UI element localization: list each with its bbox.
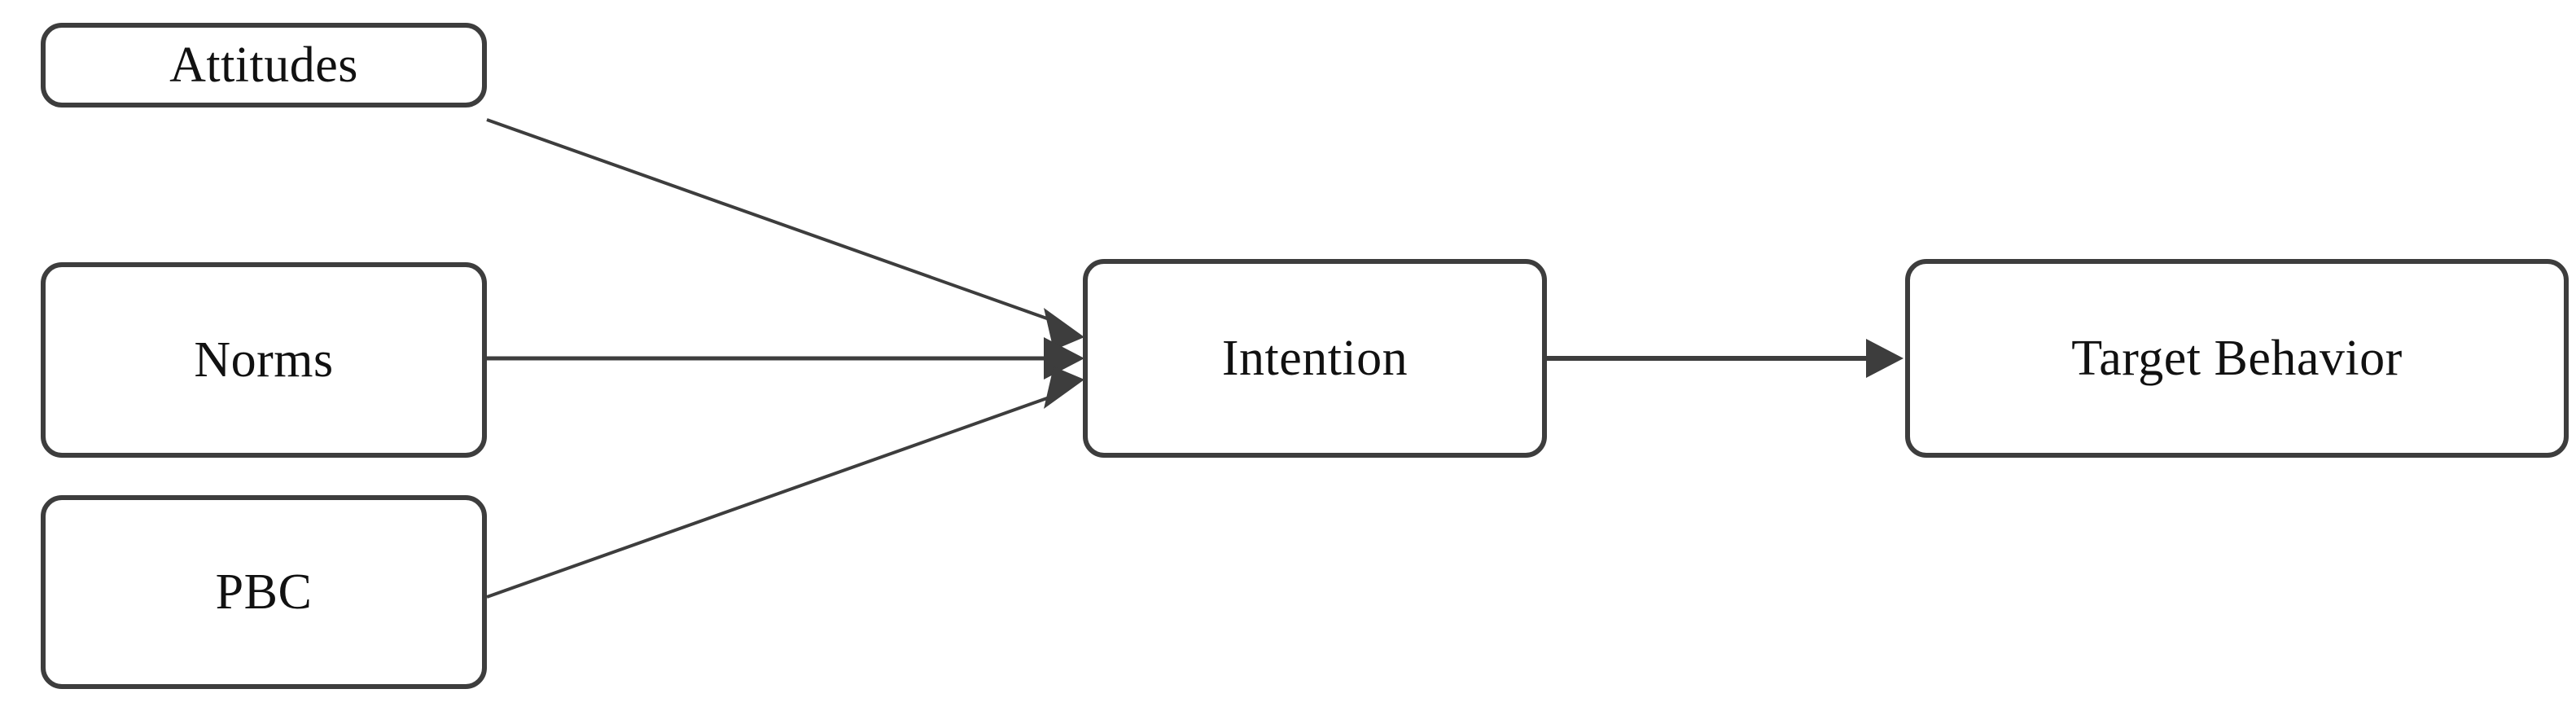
node-pbc[interactable]: PBC (41, 495, 487, 689)
edge-attitudes-to-intention (486, 118, 1084, 350)
node-target-behavior[interactable]: Target Behavior (1905, 259, 2569, 458)
node-target-behavior-label: Target Behavior (2071, 330, 2403, 386)
node-intention[interactable]: Intention (1083, 259, 1547, 458)
node-norms-label: Norms (194, 331, 334, 388)
node-pbc-label: PBC (215, 564, 313, 620)
node-norms[interactable]: Norms (41, 262, 487, 458)
node-intention-label: Intention (1221, 330, 1408, 386)
edge-intention-to-target (1547, 339, 1904, 378)
node-attitudes[interactable]: Attitudes (41, 23, 487, 108)
node-attitudes-label: Attitudes (169, 37, 358, 93)
edge-norms-to-intention (487, 337, 1084, 380)
edge-pbc-to-intention (486, 366, 1084, 599)
